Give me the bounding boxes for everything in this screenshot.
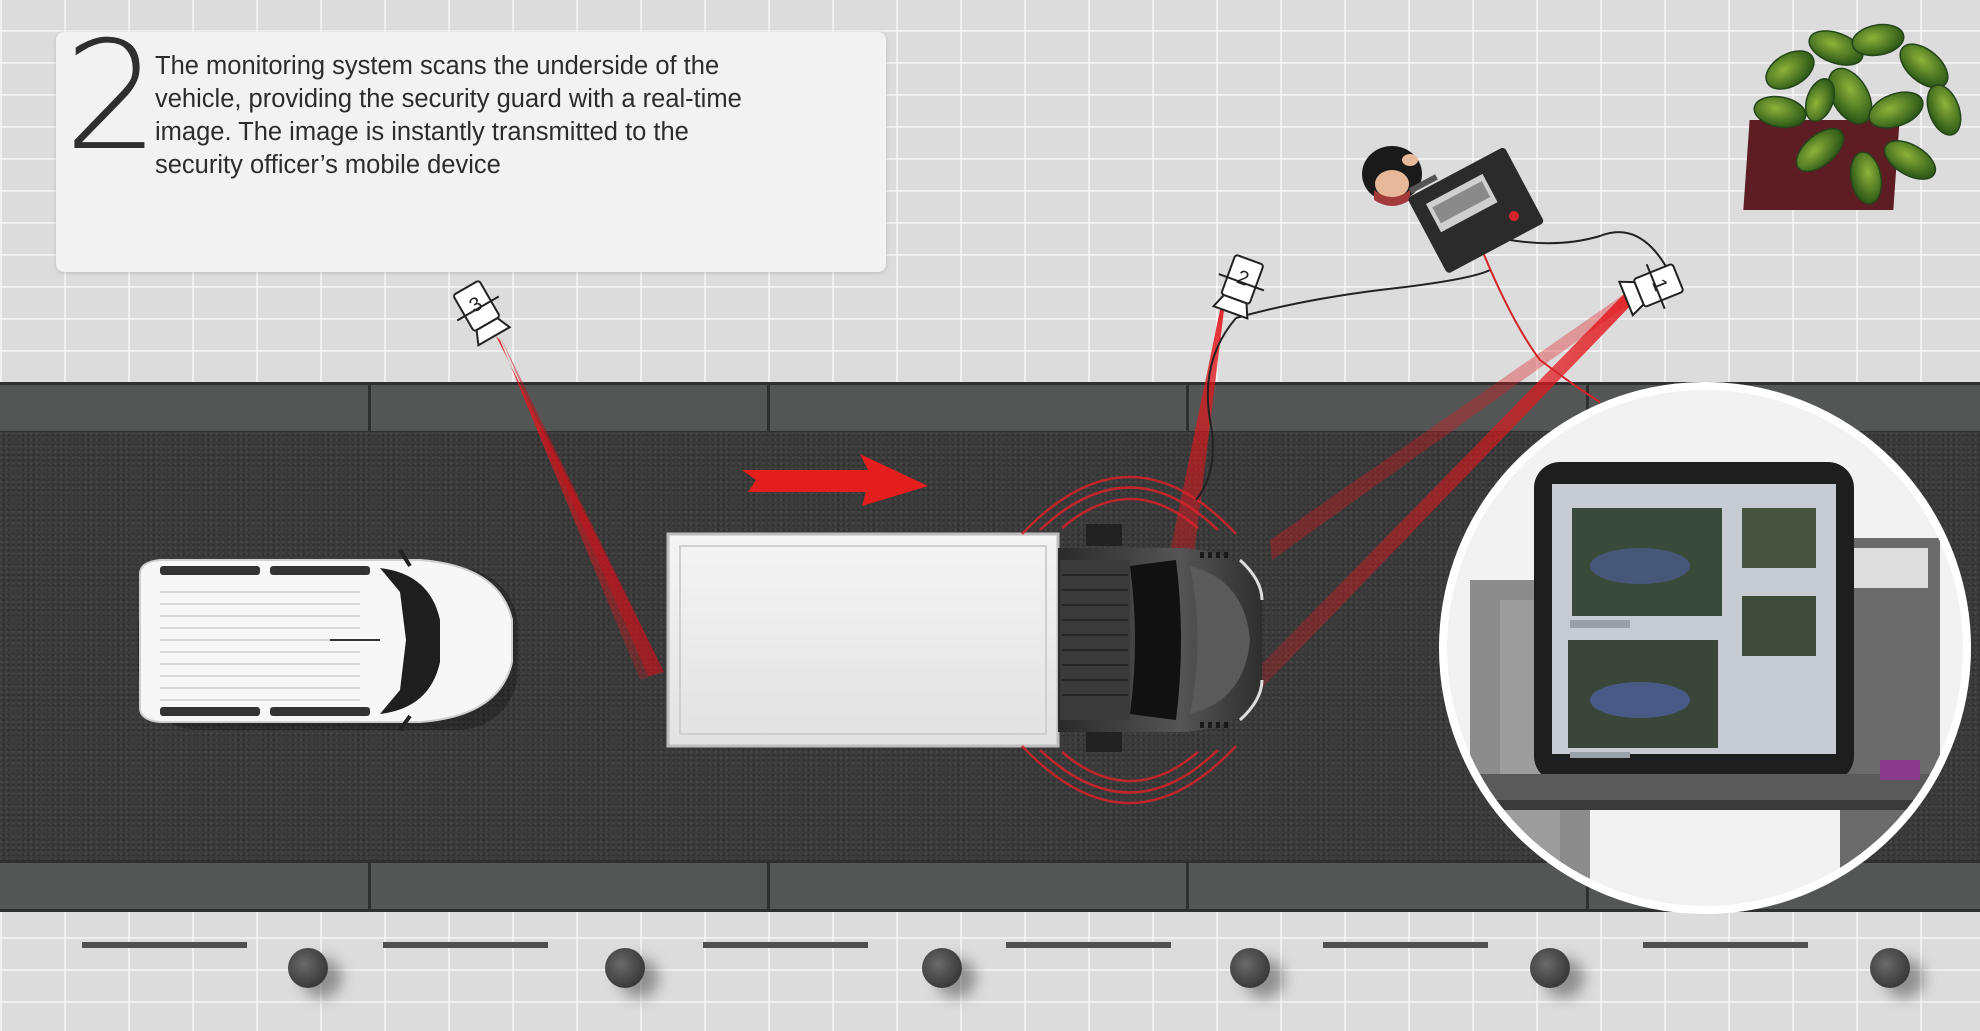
right-arrow-icon bbox=[742, 454, 928, 506]
camera-2-cable bbox=[1195, 317, 1237, 501]
scan-ripple bbox=[1021, 475, 1237, 805]
step-description-line: security officer’s mobile device bbox=[155, 151, 501, 179]
camera-2-beam bbox=[1156, 310, 1224, 620]
potted-plant-icon bbox=[1743, 23, 1962, 210]
bollard bbox=[1230, 948, 1270, 988]
step-description: The monitoring system scans the undersid… bbox=[155, 50, 855, 182]
camera-2-cable-console bbox=[1235, 269, 1491, 319]
camera-icon: 3 bbox=[453, 280, 512, 347]
step-description-line: image. The image is instantly transmitte… bbox=[155, 118, 689, 146]
sidewalk-markings bbox=[0, 930, 1980, 1031]
camera-1-cable bbox=[1509, 231, 1669, 271]
bollard bbox=[605, 948, 645, 988]
control-unit-icon bbox=[1408, 147, 1544, 273]
step-description-panel: 2 The monitoring system scans the unders… bbox=[56, 22, 886, 272]
bollard bbox=[1870, 948, 1910, 988]
cargo-truck bbox=[666, 475, 1264, 805]
console-red-lead bbox=[1477, 239, 1601, 403]
step-number: 2 bbox=[64, 10, 160, 184]
step-description-line: vehicle, providing the security guard wi… bbox=[155, 85, 742, 113]
camera-1-beam bbox=[1256, 292, 1636, 688]
tablet-monitor bbox=[1534, 462, 1854, 782]
security-guard-icon bbox=[1362, 146, 1422, 206]
camera-icon: 1 bbox=[1617, 263, 1684, 317]
white-van bbox=[138, 548, 518, 732]
bollard bbox=[922, 948, 962, 988]
bottom-sidewalk bbox=[0, 907, 1980, 1031]
bollard bbox=[1530, 948, 1570, 988]
camera-icon: 2 bbox=[1211, 254, 1265, 320]
camera-1-beam-outer bbox=[1270, 290, 1640, 560]
monitor-zoom-lens bbox=[1439, 382, 1971, 914]
camera-3-beam-core bbox=[500, 336, 664, 676]
bollard bbox=[288, 948, 328, 988]
step-description-line: The monitoring system scans the undersid… bbox=[155, 52, 720, 80]
